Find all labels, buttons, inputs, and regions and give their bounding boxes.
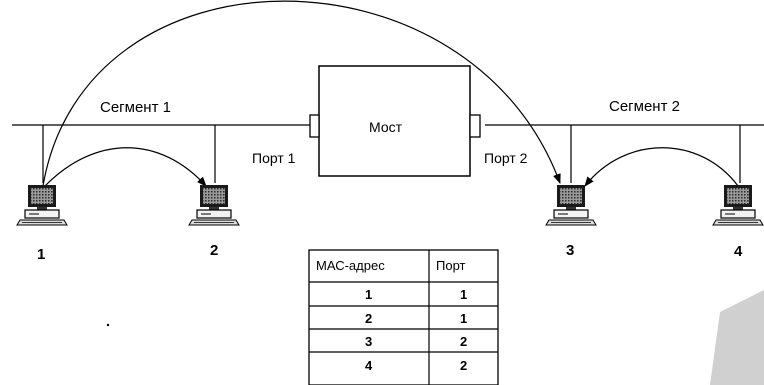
station-4-number: 4: [734, 243, 743, 260]
arc-station4-to-station3: [585, 148, 738, 186]
port-1-connector: [310, 115, 319, 137]
computer-2-icon: [189, 185, 239, 225]
corner-decoration: [710, 290, 764, 385]
segment-1-label: Сегмент 1: [100, 99, 171, 116]
station-3-number: 3: [566, 242, 574, 259]
mac-address-table: МАС-адрес Порт 1 1 2 1 3 2 4 2: [309, 250, 498, 385]
table-row-3-mac: 3: [365, 334, 372, 349]
table-header-port: Порт: [436, 258, 466, 273]
table-row-4-mac: 4: [365, 358, 373, 373]
arc-station1-to-station3: [43, 1, 560, 186]
table-row-3-port: 2: [460, 334, 467, 349]
table-header-mac: МАС-адрес: [316, 258, 385, 273]
computer-4-icon: [713, 185, 763, 225]
table-row-1-port: 1: [460, 287, 467, 302]
stray-dot: [107, 324, 109, 326]
port-2-label: Порт 2: [484, 150, 528, 166]
table-row-2-mac: 2: [365, 311, 372, 326]
table-row-1-mac: 1: [365, 287, 372, 302]
segment-2-label: Сегмент 2: [609, 98, 680, 115]
station-1-number: 1: [37, 246, 45, 263]
table-row-4-port: 2: [460, 358, 467, 373]
arc-station1-to-station2: [45, 148, 206, 186]
port-1-label: Порт 1: [252, 150, 296, 166]
port-2-connector: [470, 115, 480, 137]
table-row-2-port: 1: [460, 311, 467, 326]
bridge-label: Мост: [369, 119, 403, 135]
computer-3-icon: [546, 185, 596, 225]
computer-1-icon: [17, 185, 67, 225]
station-2-number: 2: [210, 242, 218, 259]
